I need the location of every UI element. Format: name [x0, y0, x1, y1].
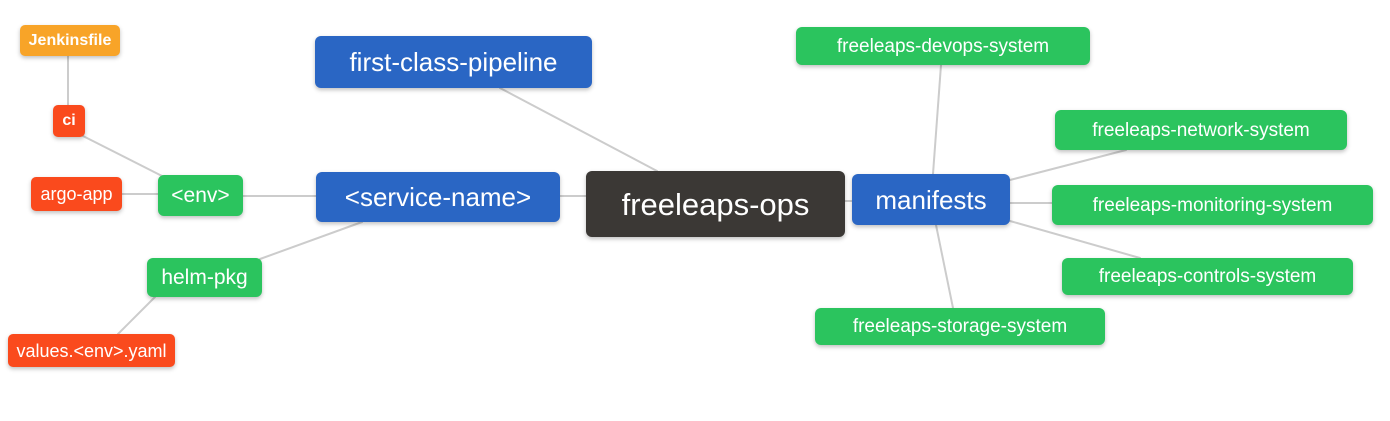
- edge-ci-env: [82, 135, 165, 178]
- edge-manifests-devops: [932, 64, 942, 175]
- node-argo-app[interactable]: argo-app: [31, 177, 122, 211]
- edge-manifests-network: [1009, 149, 1127, 181]
- node-env[interactable]: <env>: [158, 175, 243, 216]
- node-service-name[interactable]: <service-name>: [316, 172, 560, 222]
- edge-values-helm-pkg: [117, 296, 156, 335]
- node-jenkinsfile[interactable]: Jenkinsfile: [20, 25, 120, 56]
- node-helm-pkg[interactable]: helm-pkg: [147, 258, 262, 297]
- node-network-system[interactable]: freeleaps-network-system: [1055, 110, 1347, 150]
- edge-manifests-controls: [1009, 220, 1141, 259]
- edge-pipeline-ops: [499, 87, 658, 172]
- node-manifests[interactable]: manifests: [852, 174, 1010, 225]
- edge-manifests-storage: [935, 224, 954, 309]
- node-values-env-yaml[interactable]: values.<env>.yaml: [8, 334, 175, 367]
- node-ci[interactable]: ci: [53, 105, 85, 137]
- node-monitoring-system[interactable]: freeleaps-monitoring-system: [1052, 185, 1373, 225]
- node-freeleaps-ops-root[interactable]: freeleaps-ops: [586, 171, 845, 237]
- node-devops-system[interactable]: freeleaps-devops-system: [796, 27, 1090, 65]
- node-controls-system[interactable]: freeleaps-controls-system: [1062, 258, 1353, 295]
- node-storage-system[interactable]: freeleaps-storage-system: [815, 308, 1105, 345]
- node-first-class-pipeline[interactable]: first-class-pipeline: [315, 36, 592, 88]
- edge-helm-pkg-service-name: [259, 221, 363, 260]
